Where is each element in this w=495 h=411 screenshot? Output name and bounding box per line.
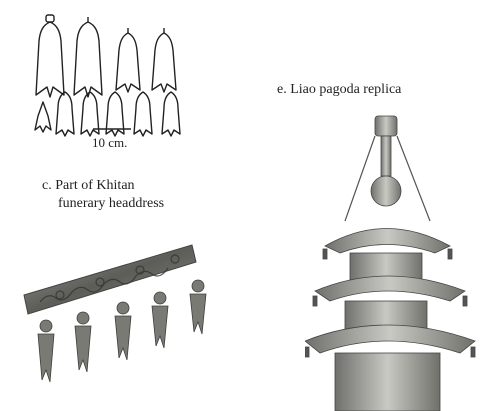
caption-e: e. Liao pagoda replica bbox=[277, 82, 402, 97]
bell-6 bbox=[55, 91, 75, 137]
headdress-photo bbox=[23, 244, 207, 383]
bell-3 bbox=[115, 28, 141, 93]
bell-5 bbox=[34, 101, 52, 133]
bells-line-drawing bbox=[34, 14, 181, 137]
pagoda-photo bbox=[305, 115, 476, 411]
caption-c-line1: c. Part of Khitan bbox=[42, 178, 135, 193]
bell-10 bbox=[161, 91, 181, 137]
caption-c-line2: funerary headdress bbox=[58, 196, 165, 211]
bell-8 bbox=[105, 91, 125, 137]
scale-label: 10 cm. bbox=[92, 135, 128, 150]
bell-7 bbox=[80, 91, 100, 137]
bell-4 bbox=[151, 28, 177, 93]
bell-1 bbox=[35, 14, 65, 98]
bell-2 bbox=[73, 17, 103, 98]
bell-9 bbox=[133, 91, 153, 137]
